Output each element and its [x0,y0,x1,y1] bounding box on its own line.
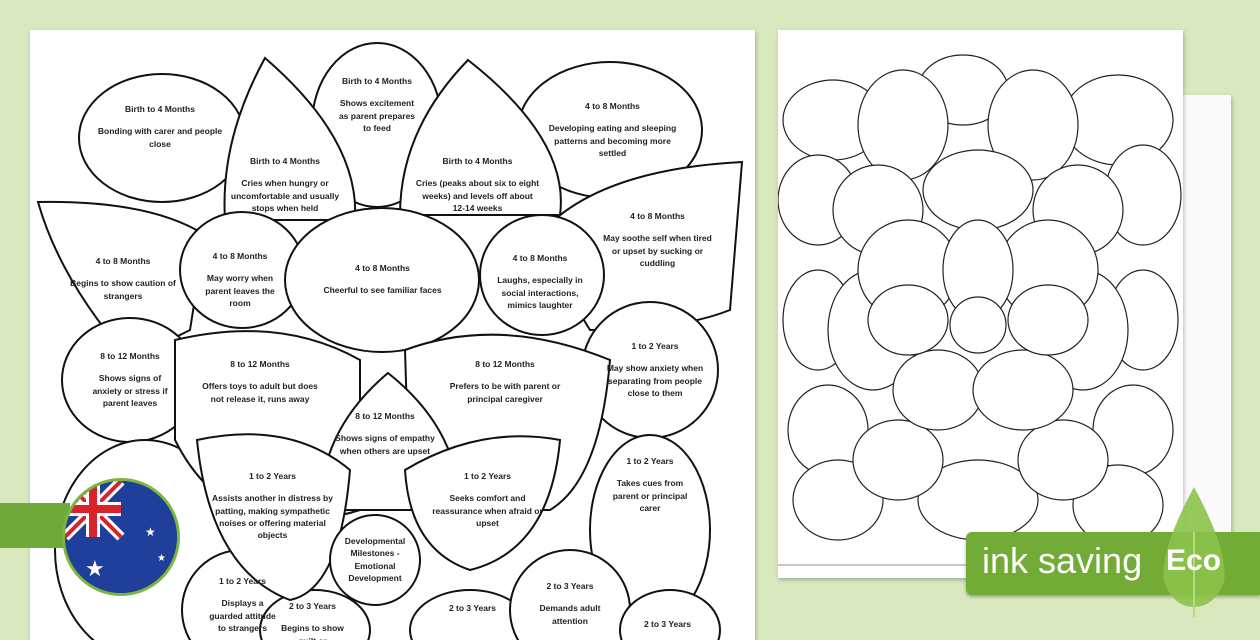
petal: 2 to 3 Years [448,603,497,613]
petal: 2 to 3 Years [643,619,692,629]
back-page-preview [1183,95,1231,565]
svg-text:★: ★ [157,553,166,564]
svg-text:★: ★ [145,525,156,539]
flower-petal-outlines [36,42,744,640]
green-band [0,503,70,548]
thumbnail-flower [778,54,1183,566]
svg-text:★: ★ [85,556,105,581]
thumbnail-page-preview [778,30,1183,578]
australia-flag-icon: ★ ★ ★ [62,478,180,596]
ink-saving-label: ink saving [982,540,1143,581]
ink-saving-badge: ink saving Eco [966,487,1260,617]
eco-label: Eco [1166,544,1222,577]
center-title: Developmental Milestones - Emotional Dev… [344,536,406,583]
leaf-icon [1163,487,1225,617]
